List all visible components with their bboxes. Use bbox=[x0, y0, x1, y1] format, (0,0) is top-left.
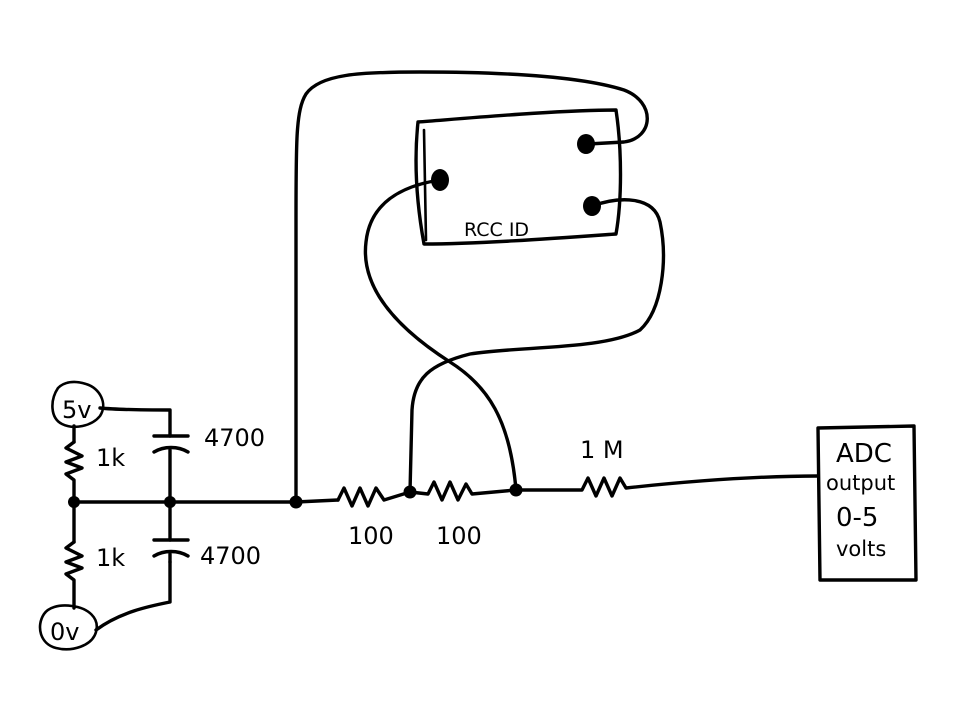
resistor-100-second-label: 100 bbox=[436, 522, 482, 550]
terminal-5v-label: 5v bbox=[62, 396, 91, 424]
resistor-1k-top bbox=[64, 440, 84, 502]
wire-outer-loop bbox=[294, 70, 649, 502]
resistor-100-first bbox=[336, 486, 412, 508]
adc-label-line3: 0-5 bbox=[836, 503, 878, 533]
adc-label-line1: ADC bbox=[836, 439, 892, 469]
rccid-label: RCC ID bbox=[464, 219, 529, 241]
resistor-1m bbox=[514, 474, 820, 498]
terminal-5v: 5v bbox=[51, 380, 105, 429]
junction-loop-wire bbox=[289, 495, 303, 509]
adc-label-line2: output bbox=[826, 471, 895, 495]
adc-label-line4: volts bbox=[836, 537, 886, 561]
junction-divider bbox=[68, 496, 80, 508]
resistor-1k-top-label: 1k bbox=[96, 444, 125, 472]
wire-left-pin-to-node bbox=[363, 178, 518, 492]
resistor-1m-label: 1 M bbox=[580, 436, 624, 464]
capacitor-top bbox=[152, 434, 190, 502]
terminal-0v-label: 0v bbox=[50, 618, 79, 646]
wire-right-pin-to-node bbox=[408, 198, 666, 494]
capacitor-top-label: 4700 bbox=[204, 424, 265, 452]
resistor-100-second bbox=[408, 480, 518, 502]
wire-5v-rail bbox=[98, 406, 172, 438]
capacitor-bottom-label: 4700 bbox=[200, 542, 261, 570]
terminal-0v: 0v bbox=[38, 604, 99, 651]
capacitor-bottom bbox=[152, 498, 190, 564]
junction-capacitor bbox=[164, 496, 176, 508]
rccid-pin-top-right bbox=[577, 134, 595, 154]
resistor-1k-bottom bbox=[64, 540, 84, 610]
wire-0v-rail bbox=[94, 560, 172, 632]
resistor-100-first-label: 100 bbox=[348, 522, 394, 550]
resistor-1k-bottom-label: 1k bbox=[96, 544, 125, 572]
rccid-component: RCC ID bbox=[414, 108, 623, 246]
adc-output-box: ADC output 0-5 volts bbox=[816, 424, 918, 582]
